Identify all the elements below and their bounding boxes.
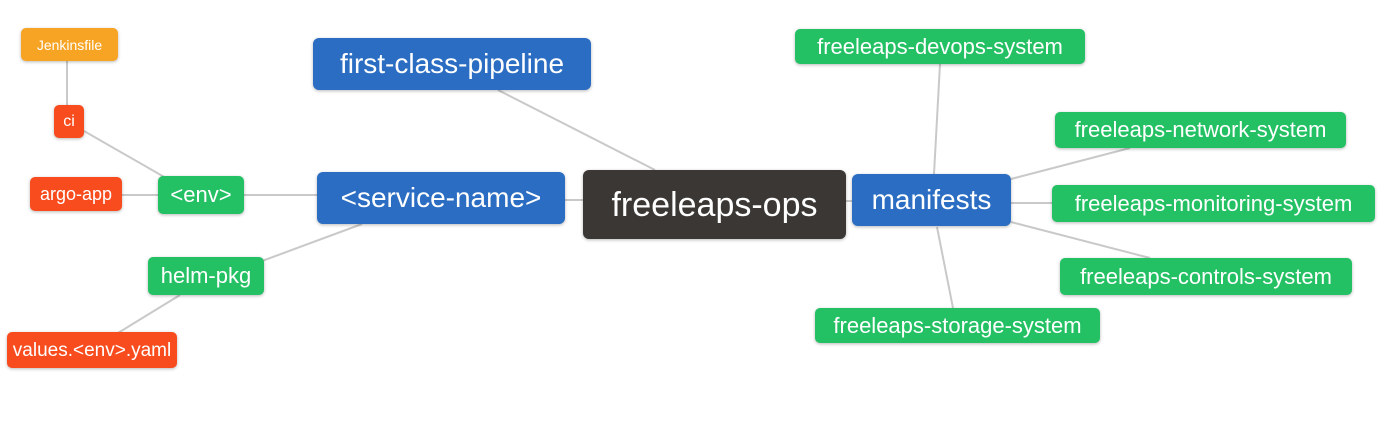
edge-pipeline-freeleaps-ops [497, 89, 656, 171]
node-manifests[interactable]: manifests [852, 174, 1011, 226]
edge-values-helm-pkg [117, 294, 181, 334]
node-jenkinsfile[interactable]: Jenkinsfile [21, 28, 118, 61]
node-freeleaps-controls-system[interactable]: freeleaps-controls-system [1060, 258, 1352, 295]
node-freeleaps-ops[interactable]: freeleaps-ops [583, 170, 846, 239]
edge-manifests-network [1010, 147, 1131, 180]
node-freeleaps-storage-system[interactable]: freeleaps-storage-system [815, 308, 1100, 343]
edge-manifests-storage [936, 226, 954, 309]
node-ci[interactable]: ci [54, 105, 84, 138]
edge-helm-pkg-service-name [261, 223, 363, 262]
edge-manifests-devops [933, 63, 941, 175]
node-freeleaps-devops-system[interactable]: freeleaps-devops-system [795, 29, 1085, 64]
edge-ci-env [83, 130, 167, 179]
node-first-class-pipeline[interactable]: first-class-pipeline [313, 38, 591, 90]
node-service-name[interactable]: <service-name> [317, 172, 565, 224]
node-helm-pkg[interactable]: helm-pkg [148, 257, 264, 295]
edge-manifests-controls [1010, 221, 1151, 259]
node-values-env-yaml[interactable]: values.<env>.yaml [7, 332, 177, 368]
node-freeleaps-network-system[interactable]: freeleaps-network-system [1055, 112, 1346, 148]
node-freeleaps-monitoring-system[interactable]: freeleaps-monitoring-system [1052, 185, 1375, 222]
node-env[interactable]: <env> [158, 176, 244, 214]
node-argo-app[interactable]: argo-app [30, 177, 122, 211]
